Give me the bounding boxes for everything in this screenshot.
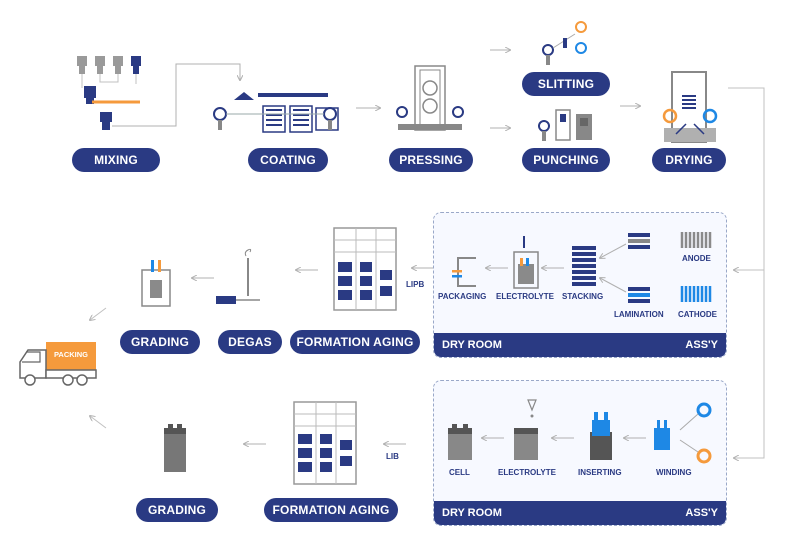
grading-cell-top <box>141 260 171 307</box>
coating-illustration <box>213 92 339 133</box>
label-inserting: INSERTING <box>578 468 622 477</box>
step-grading-bottom: GRADING <box>136 498 218 522</box>
dry-room-bottom-bar: DRY ROOM ASS'Y <box>434 501 726 525</box>
step-formation-aging-bottom: FORMATION AGING <box>264 498 398 522</box>
step-punching: PUNCHING <box>522 148 610 172</box>
mixing-illustration <box>77 56 240 130</box>
label-lipb: LIPB <box>406 280 425 289</box>
step-mixing: MIXING <box>72 148 160 172</box>
label-packaging: PACKAGING <box>438 292 487 301</box>
step-slitting: SLITTING <box>522 72 610 96</box>
grading-cell-bottom <box>164 424 186 472</box>
step-grading-top: GRADING <box>120 330 200 354</box>
step-drying: DRYING <box>652 148 726 172</box>
dry-room-top-bar: DRY ROOM ASS'Y <box>434 333 726 357</box>
step-coating: COATING <box>248 148 328 172</box>
dry-room-top: DRY ROOM ASS'Y <box>433 212 727 358</box>
label-stacking: STACKING <box>562 292 604 301</box>
formation-aging-rack-bottom <box>293 401 357 485</box>
label-cathode: CATHODE <box>678 310 717 319</box>
punching-illustration <box>538 109 592 141</box>
step-degas: DEGAS <box>218 330 282 354</box>
formation-aging-rack-top <box>333 227 397 311</box>
drying-illustration <box>662 71 718 143</box>
pressing-illustration <box>396 65 464 131</box>
dry-room-bottom-tag: ASS'Y <box>685 507 718 519</box>
truck-label: PACKING <box>53 350 89 359</box>
dry-room-bottom: DRY ROOM ASS'Y <box>433 380 727 526</box>
delivery-truck-icon <box>19 342 97 386</box>
label-anode: ANODE <box>682 254 711 263</box>
label-lib: LIB <box>386 452 399 461</box>
label-electrolyte-top: ELECTROLYTE <box>496 292 554 301</box>
step-pressing: PRESSING <box>389 148 473 172</box>
dry-room-top-tag: ASS'Y <box>685 339 718 351</box>
label-lamination: LAMINATION <box>614 310 664 319</box>
dry-room-bottom-title: DRY ROOM <box>442 507 502 519</box>
slitting-illustration <box>542 21 587 65</box>
step-formation-aging-top: FORMATION AGING <box>290 330 420 354</box>
label-cell: CELL <box>449 468 470 477</box>
degas-illustration <box>216 248 260 304</box>
dry-room-top-title: DRY ROOM <box>442 339 502 351</box>
label-electrolyte-bottom: ELECTROLYTE <box>498 468 556 477</box>
label-winding: WINDING <box>656 468 692 477</box>
